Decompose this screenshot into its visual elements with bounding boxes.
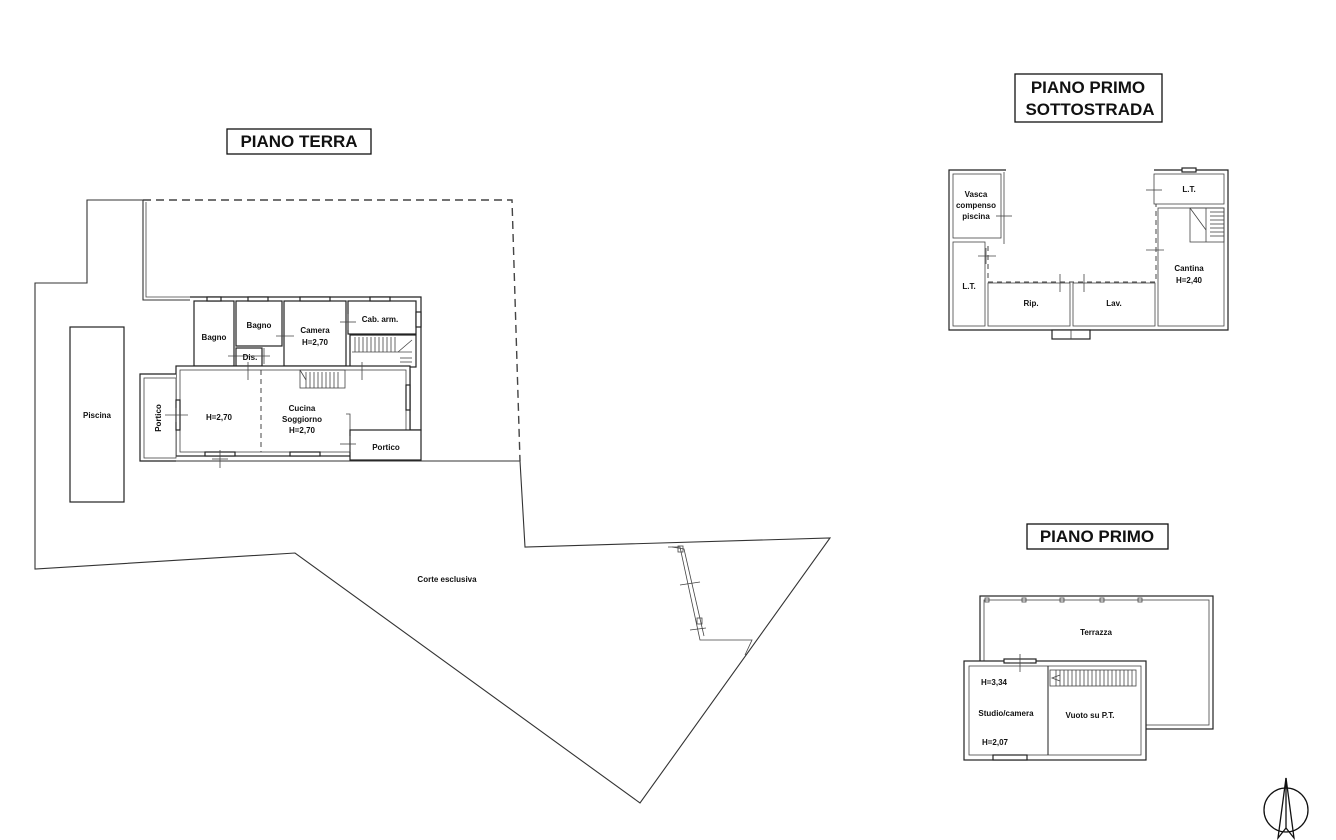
tank-label-1: Vasca — [965, 190, 988, 199]
north-arrow-icon — [1263, 777, 1309, 840]
portico-left-label: Portico — [154, 404, 163, 432]
kitchen-label: Cucina — [289, 404, 316, 413]
ground-floor-house — [139, 296, 422, 468]
stair-hatch-ground — [352, 337, 413, 363]
stair-hatch-first — [1049, 669, 1137, 687]
bedroom-label: Camera — [300, 326, 330, 335]
first-floor-title-text: PIANO PRIMO — [1040, 527, 1154, 546]
ground-floor-title: PIANO TERRA — [226, 128, 372, 155]
stair-hatch-living — [299, 369, 346, 389]
cellar-label: Cantina — [1174, 264, 1204, 273]
kitchen-height-label: H=2,70 — [289, 426, 316, 435]
ground-floor-lot — [34, 199, 832, 804]
technical-room-left-label: L.T. — [962, 282, 975, 291]
basement-plan — [948, 167, 1229, 340]
cellar-height-label: H=2,40 — [1176, 276, 1203, 285]
storage-label: Rip. — [1023, 299, 1038, 308]
bathroom-1-label: Bagno — [202, 333, 227, 342]
laundry-label: Lav. — [1106, 299, 1121, 308]
courtyard-label: Corte esclusiva — [417, 575, 477, 584]
lounge-label: Soggiorno — [282, 415, 322, 424]
basement-title-line2: SOTTOSTRADA — [1025, 100, 1154, 119]
study-label: Studio/camera — [978, 709, 1034, 718]
portico-right-label: Portico — [372, 443, 400, 452]
terrace-label: Terrazza — [1080, 628, 1112, 637]
first-floor-title: PIANO PRIMO — [1026, 523, 1169, 550]
bedroom-height-label: H=2,70 — [302, 338, 329, 347]
first-bottom-height-label: H=2,07 — [982, 738, 1009, 747]
ground-floor-title-text: PIANO TERRA — [240, 132, 357, 151]
bathroom-2-label: Bagno — [247, 321, 272, 330]
technical-room-right-label: L.T. — [1182, 185, 1195, 194]
first-floor-plan — [963, 595, 1214, 761]
void-label: Vuoto su P.T. — [1066, 711, 1115, 720]
stair-hatch-basement — [1189, 207, 1225, 243]
living-height-label: H=2,70 — [206, 413, 233, 422]
tank-label-2: compenso — [956, 201, 996, 210]
hallway-label: Dis. — [243, 353, 258, 362]
basement-title: PIANO PRIMO SOTTOSTRADA — [1014, 73, 1163, 123]
tank-label-3: piscina — [962, 212, 990, 221]
pool-label: Piscina — [83, 411, 112, 420]
pool: Piscina — [69, 326, 125, 503]
armory-label: Cab. arm. — [362, 315, 398, 324]
basement-title-line1: PIANO PRIMO — [1031, 78, 1145, 97]
first-top-height-label: H=3,34 — [981, 678, 1008, 687]
